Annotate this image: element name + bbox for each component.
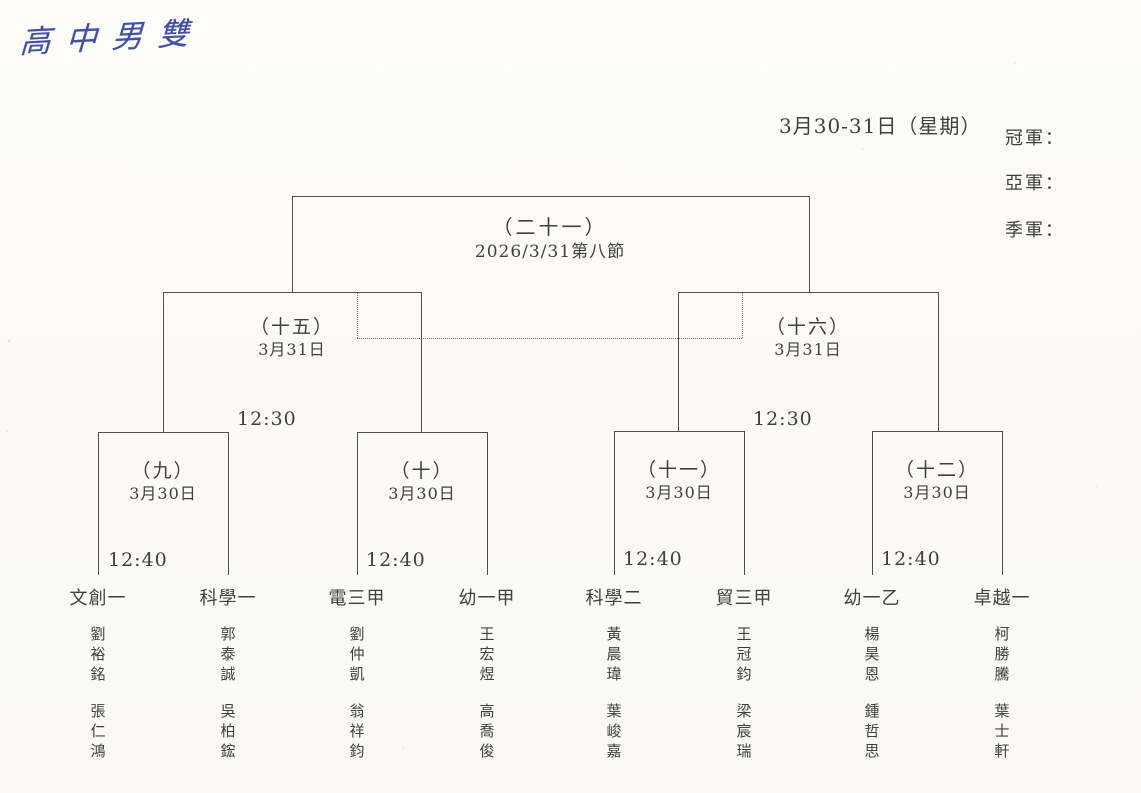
final-match-number: （二十一）	[492, 215, 608, 239]
qf10-top-line	[357, 432, 487, 433]
player-name: 郭泰誠	[220, 625, 236, 683]
qf11-top-line	[614, 431, 744, 432]
qf11-match-date: 3月30日	[645, 483, 713, 502]
player-name: 黃晨瑋	[606, 625, 622, 683]
player-name: 劉仲凱	[349, 625, 365, 683]
team-name: 科學一	[199, 588, 257, 609]
qf11-right-leg	[744, 431, 745, 575]
champion-label: 冠軍：	[1005, 128, 1065, 149]
qf9-left-leg	[98, 432, 99, 575]
qf11-match-time: 12:40	[623, 548, 683, 570]
sf16-match-date: 3月31日	[774, 340, 842, 359]
final-left-leg	[292, 196, 293, 292]
player-name: 高喬俊	[479, 702, 495, 760]
qf11-match-number: （十一）	[636, 459, 722, 481]
player-name: 張仁鴻	[90, 702, 106, 760]
final-top-line	[292, 196, 809, 197]
qf10-match-number: （十）	[390, 460, 454, 482]
qf9-match-number: （九）	[131, 460, 195, 482]
player-name: 吳柏鋐	[220, 702, 236, 760]
sf15-match-date: 3月31日	[258, 340, 326, 359]
team-column-dian3jia: 電三甲 劉仲凱 翁祥鈞	[297, 588, 417, 760]
third-place-dotted-left	[357, 293, 358, 338]
player-name: 葉士軒	[994, 702, 1010, 760]
player-name: 王冠鈞	[736, 625, 752, 683]
player-name: 楊昊恩	[864, 625, 880, 683]
qf10-match-date: 3月30日	[388, 484, 456, 503]
team-name: 電三甲	[328, 588, 386, 609]
scan-speckles	[0, 0, 2, 2]
qf10-match-time: 12:40	[366, 549, 426, 571]
sf16-top-line	[678, 292, 938, 293]
team-column-zhuoyue1: 卓越一 柯勝騰 葉士軒	[942, 588, 1062, 760]
player-name: 梁宸瑞	[736, 702, 752, 760]
third-place-dotted-horizontal	[357, 338, 742, 339]
final-match-schedule: 2026/3/31第八節	[474, 242, 626, 262]
sf15-right-leg	[421, 292, 422, 432]
team-name: 卓越一	[973, 588, 1031, 609]
sf15-top-line	[163, 292, 421, 293]
sf15-match-time: 12:30	[237, 408, 297, 430]
final-match-label: （二十一） 2026/3/31第八節	[475, 214, 625, 263]
qf10-match-label: （十） 3月30日	[388, 459, 456, 505]
qf12-match-label: （十二） 3月30日	[895, 458, 979, 504]
qf9-match-date: 3月30日	[129, 484, 197, 503]
player-name: 翁祥鈞	[349, 702, 365, 760]
sf16-match-number: （十六）	[765, 316, 851, 338]
player-name: 王宏煜	[479, 625, 495, 683]
sf16-match-label: （十六） 3月31日	[766, 315, 850, 361]
team-column-mao3jia: 貿三甲 王冠鈞 梁宸瑞	[684, 588, 804, 760]
sf16-right-leg	[938, 292, 939, 432]
team-column-kexue1: 科學一 郭泰誠 吳柏鋐	[168, 588, 288, 760]
sf15-match-label: （十五） 3月31日	[250, 315, 334, 361]
qf9-match-label: （九） 3月30日	[129, 459, 197, 505]
qf9-top-line	[98, 432, 228, 433]
qf12-match-date: 3月30日	[903, 483, 971, 502]
runner-up-label: 亞軍：	[1005, 173, 1065, 194]
sf16-match-time: 12:30	[753, 408, 813, 430]
qf12-right-leg	[1002, 431, 1003, 575]
team-name: 幼一乙	[843, 588, 901, 609]
qf11-left-leg	[614, 431, 615, 575]
team-name: 科學二	[585, 588, 643, 609]
qf10-left-leg	[357, 432, 358, 575]
handwritten-category-title: 高中男雙	[18, 15, 205, 61]
event-date-header: 3月30-31日（星期）	[779, 114, 982, 138]
team-column-you1jia: 幼一甲 王宏煜 高喬俊	[427, 588, 547, 760]
qf9-match-time: 12:40	[108, 549, 168, 571]
qf12-top-line	[872, 431, 1002, 432]
sf15-left-leg	[163, 292, 164, 432]
third-place-dotted-right	[742, 293, 743, 338]
team-column-kexue2: 科學二 黃晨瑋 葉峻嘉	[554, 588, 674, 760]
team-name: 貿三甲	[715, 588, 773, 609]
player-name: 劉裕銘	[90, 625, 106, 683]
player-name: 柯勝騰	[994, 625, 1010, 683]
qf12-match-number: （十二）	[894, 459, 980, 481]
player-name: 葉峻嘉	[606, 702, 622, 760]
team-name: 幼一甲	[458, 588, 516, 609]
team-column-wenchuang1: 文創一 劉裕銘 張仁鴻	[38, 588, 158, 760]
sf15-match-number: （十五）	[249, 316, 335, 338]
qf12-match-time: 12:40	[881, 548, 941, 570]
qf9-right-leg	[228, 432, 229, 575]
third-place-label: 季軍：	[1005, 220, 1065, 241]
qf12-left-leg	[872, 431, 873, 575]
qf10-right-leg	[487, 432, 488, 575]
qf11-match-label: （十一） 3月30日	[637, 458, 721, 504]
sf16-left-leg	[678, 292, 679, 432]
team-column-you1yi: 幼一乙 楊昊恩 鍾哲思	[812, 588, 932, 760]
player-name: 鍾哲思	[864, 702, 880, 760]
final-right-leg	[809, 196, 810, 292]
team-name: 文創一	[69, 588, 127, 609]
